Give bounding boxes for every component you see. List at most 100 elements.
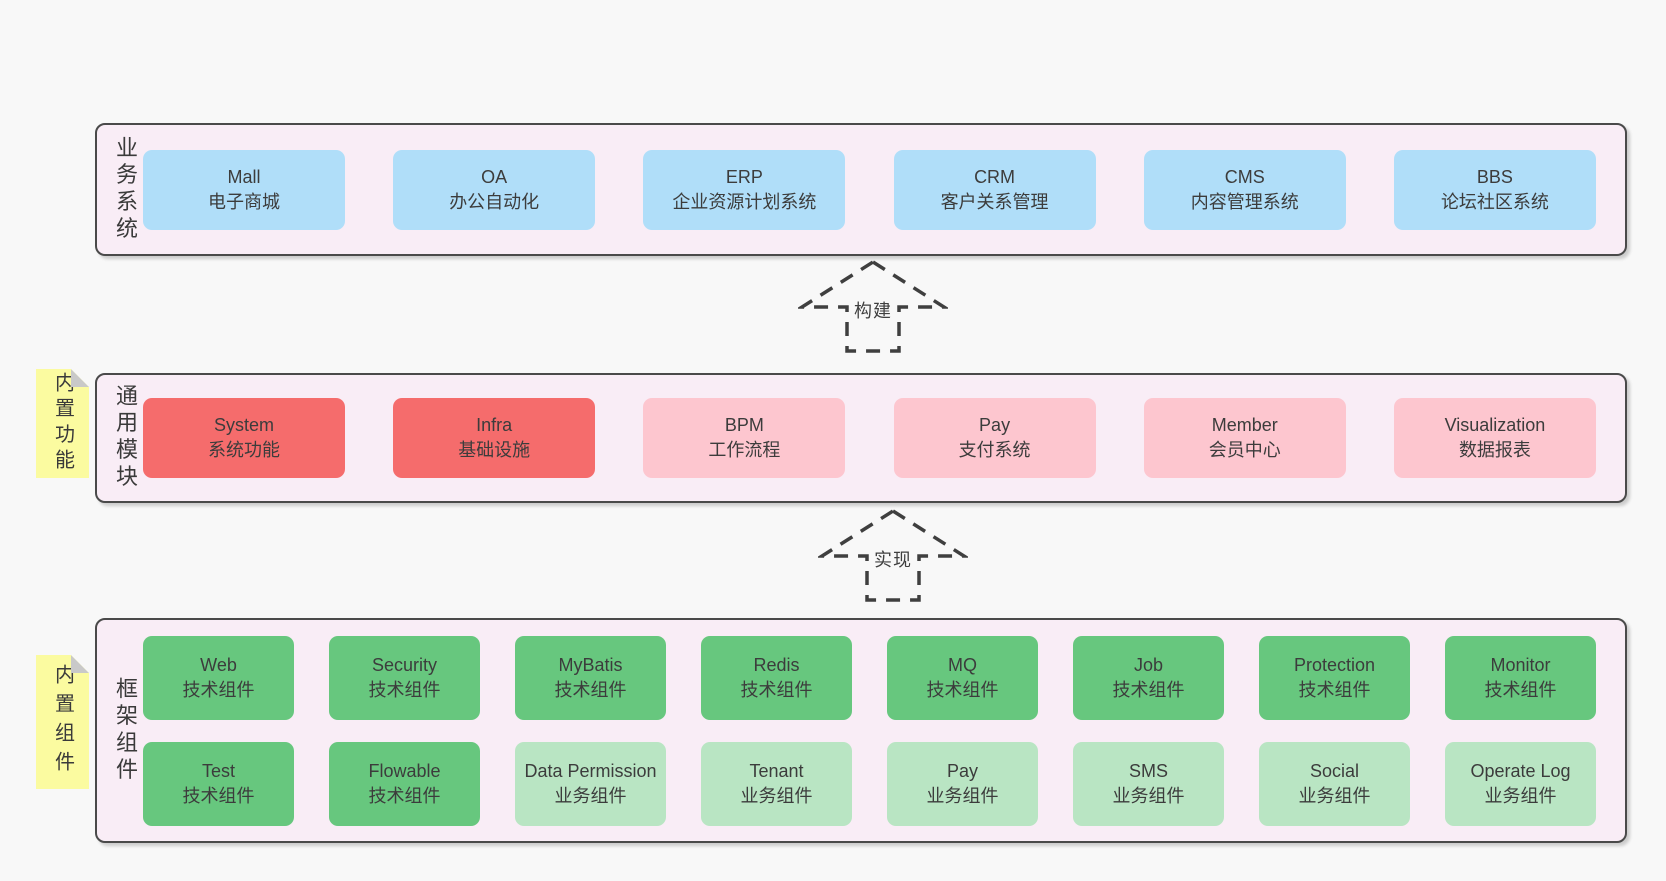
box-name: Protection xyxy=(1293,654,1376,675)
module-box-security: Security 技术组件 xyxy=(329,635,480,720)
box-name: Security xyxy=(371,654,438,675)
box-name: Mall xyxy=(227,166,261,187)
box-desc: 基础设施 xyxy=(458,440,531,460)
box-name: BBS xyxy=(1476,166,1513,187)
module-box-social: Social 业务组件 xyxy=(1259,741,1410,826)
box-desc: 业务组件 xyxy=(1298,785,1371,806)
module-box-pay: Pay 支付系统 xyxy=(893,398,1096,478)
box-name: Visualization xyxy=(1444,415,1546,436)
box-name: System xyxy=(213,415,274,436)
box-name: SMS xyxy=(1128,760,1168,781)
sticky-note-label: 内置功能 xyxy=(51,372,74,475)
folded-corner-icon xyxy=(71,655,89,673)
box-desc: 技术组件 xyxy=(554,679,627,700)
box-name: Pay xyxy=(946,760,979,781)
box-name: Redis xyxy=(753,654,800,675)
box-desc: 论坛社区系统 xyxy=(1440,191,1549,212)
sticky-note-builtin-functions: 内置功能 xyxy=(36,369,89,478)
box-name: CRM xyxy=(974,166,1016,187)
box-desc: 技术组件 xyxy=(1298,679,1371,700)
layer-side-label: 框架组件 xyxy=(113,676,138,785)
module-box-sms: SMS 业务组件 xyxy=(1073,741,1224,826)
arrow-implement: 实现 xyxy=(818,508,968,603)
box-name: Test xyxy=(201,760,235,781)
box-desc: 支付系统 xyxy=(958,440,1031,460)
box-desc: 业务组件 xyxy=(1112,785,1185,806)
module-box-tenant: Tenant 业务组件 xyxy=(701,741,852,826)
box-desc: 技术组件 xyxy=(368,785,441,806)
module-box-visualization: Visualization 数据报表 xyxy=(1393,398,1596,478)
module-box-mall: Mall 电子商城 xyxy=(143,149,345,230)
box-desc: 技术组件 xyxy=(1484,679,1557,700)
module-box-protection: Protection 技术组件 xyxy=(1259,635,1410,720)
box-desc: 客户关系管理 xyxy=(940,191,1049,212)
box-desc: 内容管理系统 xyxy=(1190,191,1299,212)
box-name: Operate Log xyxy=(1470,760,1571,781)
layer-side-label: 通用模块 xyxy=(113,384,138,492)
box-desc: 数据报表 xyxy=(1458,440,1531,460)
module-box-erp: ERP 企业资源计划系统 xyxy=(643,149,846,230)
arrow-build-label: 构建 xyxy=(851,297,895,324)
module-box-infra: Infra 基础设施 xyxy=(393,398,596,478)
box-name: MyBatis xyxy=(558,654,623,675)
box-desc: 技术组件 xyxy=(368,679,441,700)
box-name: Pay xyxy=(979,415,1011,436)
box-name: Member xyxy=(1211,415,1278,436)
folded-corner-icon xyxy=(71,369,89,387)
module-box-web: Web 技术组件 xyxy=(143,635,294,720)
module-box-member: Member 会员中心 xyxy=(1143,398,1346,478)
box-desc: 会员中心 xyxy=(1208,440,1281,460)
module-box-bbs: BBS 论坛社区系统 xyxy=(1393,149,1596,230)
box-name: ERP xyxy=(725,166,763,187)
module-box-crm: CRM 客户关系管理 xyxy=(893,149,1096,230)
module-box-job: Job 技术组件 xyxy=(1073,635,1224,720)
module-box-bpm: BPM 工作流程 xyxy=(643,398,846,478)
module-box-test: Test 技术组件 xyxy=(143,741,294,826)
box-desc: 业务组件 xyxy=(740,785,813,806)
box-name: BPM xyxy=(724,415,764,436)
sticky-note-label: 内置组件 xyxy=(51,664,74,780)
box-desc: 业务组件 xyxy=(1484,785,1557,806)
module-box-flowable: Flowable 技术组件 xyxy=(329,741,480,826)
sticky-note-builtin-components: 内置组件 xyxy=(36,655,89,789)
up-arrow-icon xyxy=(818,508,968,602)
box-name: Flowable xyxy=(368,760,441,781)
arrow-implement-label: 实现 xyxy=(871,546,915,573)
box-desc: 业务组件 xyxy=(926,785,999,806)
box-desc: 技术组件 xyxy=(1112,679,1185,700)
box-name: Job xyxy=(1133,654,1164,675)
box-desc: 技术组件 xyxy=(740,679,813,700)
box-name: Web xyxy=(200,654,237,675)
box-desc: 企业资源计划系统 xyxy=(672,191,817,212)
box-desc: 技术组件 xyxy=(182,679,255,700)
box-name: Social xyxy=(1309,760,1360,781)
box-desc: 技术组件 xyxy=(182,785,255,806)
layer-side-label: 业务系统 xyxy=(113,135,138,244)
box-desc: 工作流程 xyxy=(708,440,781,460)
box-name: Tenant xyxy=(749,760,804,781)
module-box-mybatis: MyBatis 技术组件 xyxy=(515,635,666,720)
box-name: Infra xyxy=(476,415,513,436)
up-arrow-icon xyxy=(798,259,948,353)
box-desc: 电子商城 xyxy=(208,191,280,212)
module-box-redis: Redis 技术组件 xyxy=(701,635,852,720)
arrow-build: 构建 xyxy=(798,259,948,354)
box-name: MQ xyxy=(948,654,977,675)
module-box-pay: Pay 业务组件 xyxy=(887,741,1038,826)
